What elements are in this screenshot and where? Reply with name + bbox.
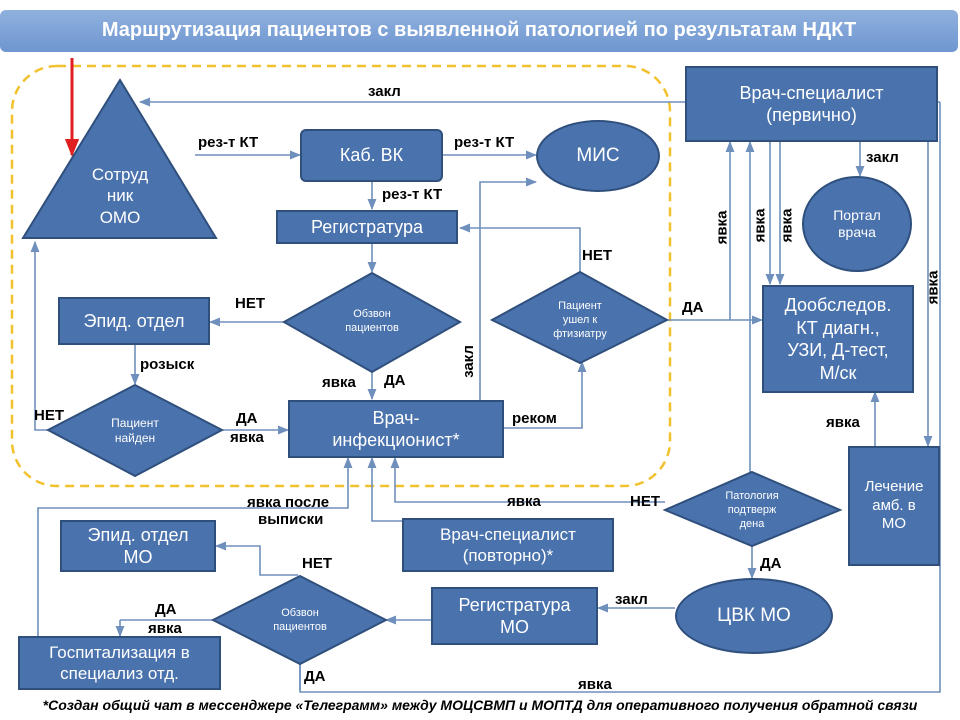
label-da-pat: ДА bbox=[760, 555, 782, 572]
ftiziatr-label: Пациент ушел к фтизиатру bbox=[553, 300, 607, 340]
label-da-naiden: ДА bbox=[236, 410, 258, 427]
label-yavka-mid: явка bbox=[507, 493, 541, 510]
label-yavka-v1: явка bbox=[713, 210, 731, 245]
label-zakl-top: закл bbox=[368, 83, 401, 100]
label-yavka-v3: явка bbox=[778, 208, 796, 243]
label-yavka-naiden: явка bbox=[230, 429, 264, 446]
specialist2-box: Врач-специалист (повторно)* bbox=[402, 518, 614, 572]
label-da-obz1: ДА bbox=[384, 372, 406, 389]
cvk-ellipse: ЦВК МО bbox=[675, 578, 833, 654]
label-rekom: реком bbox=[512, 410, 557, 427]
label-yavka-obz2: явка bbox=[148, 620, 182, 637]
connectors bbox=[30, 97, 941, 693]
label-da-ftiz: ДА bbox=[682, 299, 704, 316]
kab-vk-box: Каб. ВК bbox=[300, 129, 443, 182]
naiden-diamond bbox=[45, 383, 225, 478]
label-net-naiden: НЕТ bbox=[34, 407, 64, 424]
lechenie-box: Лечение амб. в МО bbox=[848, 446, 940, 566]
omo-triangle bbox=[21, 78, 218, 239]
doobsled-box: Дообследов. КТ диагн., УЗИ, Д-тест, М/ск bbox=[762, 285, 914, 393]
label-rez-kt-2: рез-т КТ bbox=[454, 134, 515, 151]
epid-mo-box: Эпид. отдел МО bbox=[60, 520, 216, 572]
obzvon1-diamond bbox=[281, 271, 463, 374]
ftiziatr-diamond bbox=[489, 270, 670, 365]
label-da-bottom: ДА bbox=[304, 668, 326, 685]
label-yavka-lech: явка bbox=[826, 414, 860, 431]
registratura-box: Регистратура bbox=[276, 210, 458, 244]
obzvon2-label: Обзвон пациентов bbox=[273, 607, 327, 633]
label-net-ftiz: НЕТ bbox=[582, 247, 612, 264]
label-zakl-vert: закл bbox=[459, 345, 477, 378]
label-net-obz2: НЕТ bbox=[302, 555, 332, 572]
mis-ellipse: МИС bbox=[536, 120, 660, 192]
omo-label: Сотруд ник ОМО bbox=[91, 165, 149, 227]
dashed-region bbox=[10, 64, 672, 488]
label-zakl-portal: закл bbox=[866, 149, 899, 166]
patologia-label: Патология подтверж дена bbox=[725, 490, 779, 530]
footnote: *Создан общий чат в мессенджере «Телегра… bbox=[42, 697, 918, 713]
specialist1-box: Врач-специалист (первично) bbox=[685, 66, 938, 142]
title-banner: Маршрутизация пациентов с выявленной пат… bbox=[0, 10, 958, 52]
label-yavka-v2: явка bbox=[751, 208, 769, 243]
gospital-box: Госпитализация в специализ отд. bbox=[18, 636, 221, 690]
portal-ellipse: Портал врача bbox=[802, 176, 912, 272]
label-zakl-cvk: закл bbox=[615, 591, 648, 608]
infektsionist-box: Врач- инфекционист* bbox=[288, 400, 504, 458]
label-yavka-v4: явка bbox=[924, 270, 942, 305]
label-rozysk: розыск bbox=[140, 356, 195, 373]
patologia-diamond bbox=[662, 470, 843, 548]
label-net-pat: НЕТ bbox=[630, 493, 660, 510]
label-net-epid: НЕТ bbox=[235, 295, 265, 312]
obzvon2-diamond bbox=[210, 574, 389, 666]
label-yavka-obz1: явка bbox=[322, 374, 356, 391]
label-rez-kt-3: рез-т КТ bbox=[382, 186, 443, 203]
naiden-label: Пациент найден bbox=[111, 416, 159, 445]
label-yavka-bottom: явка bbox=[578, 676, 612, 693]
label-yavka-posle-1: явка после bbox=[247, 494, 330, 511]
label-da-obz2: ДА bbox=[155, 601, 177, 618]
label-rez-kt-1: рез-т КТ bbox=[198, 134, 259, 151]
registratura-mo-box: Регистратура МО bbox=[431, 587, 598, 645]
epid-box: Эпид. отдел bbox=[58, 297, 210, 345]
page-title: Маршрутизация пациентов с выявленной пат… bbox=[101, 19, 857, 41]
obzvon1-label: Обзвон пациентов bbox=[345, 308, 399, 334]
label-yavka-posle-2: выписки bbox=[258, 511, 324, 528]
